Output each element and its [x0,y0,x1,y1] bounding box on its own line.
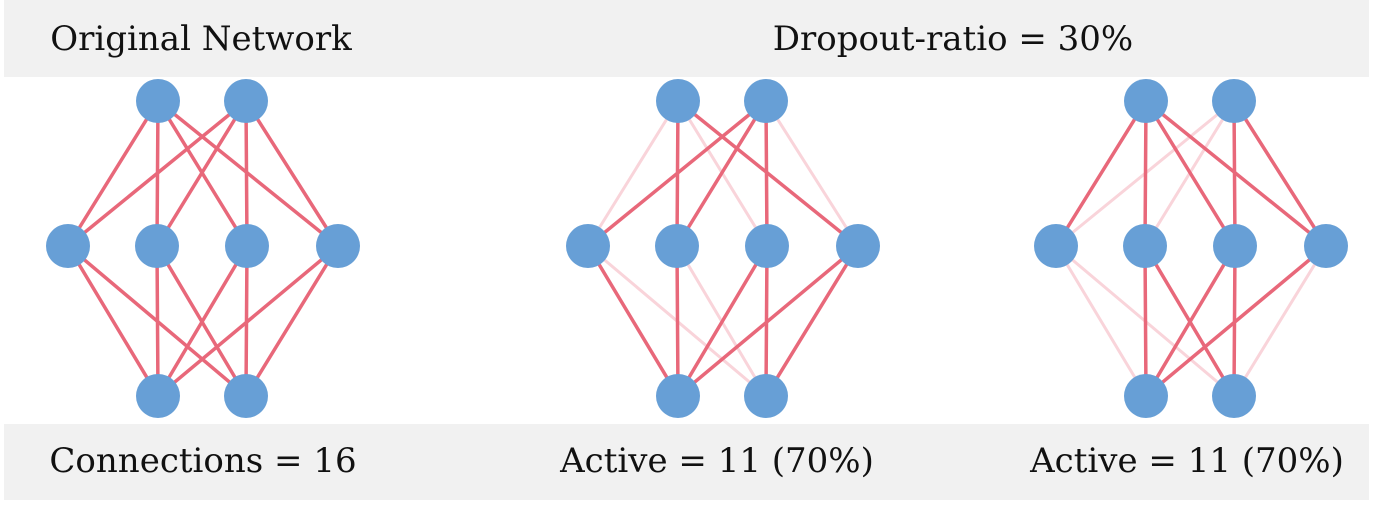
connections-caption: Connections = 16 [49,441,357,481]
hidden-node-0 [566,224,610,268]
network-original [46,79,360,418]
output-node-0 [136,374,180,418]
input-node-1 [744,79,788,123]
active-edge-out-3-1 [244,244,340,398]
hidden-node-0 [1034,224,1078,268]
active-edge-out-2-0 [676,244,769,398]
active-edge-in-0-1 [1143,99,1148,248]
original-network-title: Original Network [50,19,352,59]
active-edge-out-2-0 [156,244,249,398]
active-edge-out-3-1 [764,244,860,398]
dropout-ratio-title: Dropout-ratio = 30% [772,19,1134,59]
hidden-node-2 [1213,224,1257,268]
active-edge-out-2-0 [1144,244,1237,398]
footer-band [4,424,1369,500]
output-node-1 [224,374,268,418]
dropped-edge-in-0-0 [586,99,680,248]
active-edge-in-0-2 [1144,99,1237,248]
hidden-node-1 [1123,224,1167,268]
active-edge-in-1-2 [764,99,769,248]
network-dropout-1 [566,79,880,418]
input-node-1 [1212,79,1256,123]
hidden-node-1 [655,224,699,268]
active-caption-1: Active = 11 (70%) [560,441,874,481]
active-caption-2: Active = 11 (70%) [1030,441,1344,481]
active-edge-out-0-0 [586,244,680,398]
hidden-node-0 [46,224,90,268]
active-edge-out-3-0 [156,244,340,398]
hidden-node-3 [316,224,360,268]
active-edge-out-1-0 [675,244,680,398]
dropped-edge-out-3-1 [1232,244,1328,398]
input-node-0 [1124,79,1168,123]
hidden-node-3 [836,224,880,268]
input-node-1 [224,79,268,123]
active-edge-out-3-0 [1144,244,1328,398]
hidden-node-3 [1304,224,1348,268]
output-node-1 [1212,374,1256,418]
hidden-node-2 [225,224,269,268]
network-dropout-2 [1034,79,1348,418]
active-edge-in-0-0 [1054,99,1148,248]
input-node-0 [656,79,700,123]
active-edge-in-0-0 [66,99,160,248]
active-edge-out-0-0 [66,244,160,398]
output-node-0 [656,374,700,418]
active-edge-out-3-0 [676,244,860,398]
dropped-edge-in-1-3 [764,99,860,248]
active-edge-in-1-0 [586,99,768,248]
output-node-1 [744,374,788,418]
output-node-0 [1124,374,1168,418]
active-edge-in-1-3 [244,99,340,248]
active-edge-out-1-0 [1143,244,1148,398]
active-edge-out-1-0 [155,244,160,398]
active-edge-in-1-3 [1232,99,1328,248]
active-edge-in-1-2 [1232,99,1237,248]
hidden-node-2 [745,224,789,268]
dropped-edge-out-0-0 [1054,244,1148,398]
active-edge-in-1-1 [155,99,248,248]
input-node-0 [136,79,180,123]
hidden-node-1 [135,224,179,268]
active-edge-in-1-0 [66,99,248,248]
active-edge-in-1-2 [244,99,249,248]
header-band [4,0,1369,77]
active-edge-in-1-1 [675,99,768,248]
